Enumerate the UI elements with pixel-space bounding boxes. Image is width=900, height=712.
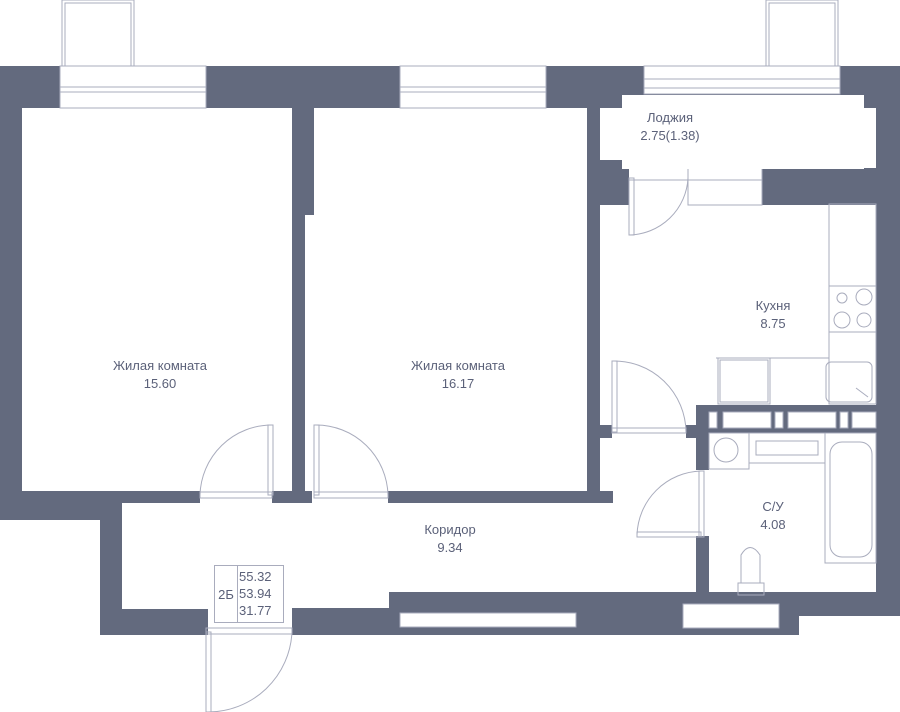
- room-area: 16.17: [441, 376, 475, 391]
- room-name: Коридор: [424, 522, 476, 537]
- room-loggia-label: Лоджия 2.75(1.38): [640, 109, 699, 145]
- bathroom-fixtures: [708, 411, 877, 596]
- room-name: Жилая комната: [113, 358, 207, 373]
- room-kitchen-label: Кухня 8.75: [756, 297, 791, 333]
- room-area: 15.60: [143, 376, 177, 391]
- living-area: 31.77: [239, 603, 272, 618]
- room-name: Лоджия: [646, 110, 694, 125]
- room-living-1-label: Жилая комната 15.60: [113, 357, 207, 393]
- room-area: 2.75(1.38): [640, 128, 700, 143]
- room-area: 8.75: [760, 316, 786, 331]
- room-living-2-label: Жилая комната 16.17: [411, 357, 505, 393]
- room-corridor-label: Коридор 9.34: [424, 521, 475, 557]
- room-name: С/У: [762, 499, 784, 514]
- room-area: 9.34: [437, 540, 463, 555]
- room-name: Кухня: [755, 298, 791, 313]
- area-without-loggia: 53.94: [239, 586, 272, 601]
- room-name: Жилая комната: [411, 358, 505, 373]
- apartment-type: 2Б: [215, 566, 238, 622]
- room-bathroom-label: С/У 4.08: [760, 498, 785, 534]
- windows: [59, 0, 841, 629]
- total-area: 55.32: [239, 569, 272, 584]
- loggia-area: [622, 95, 864, 169]
- kitchen-furniture: [716, 203, 877, 405]
- room-area: 4.08: [760, 517, 786, 532]
- apartment-summary: 2Б 55.32 53.94 31.77: [214, 565, 284, 623]
- doors: [199, 177, 705, 712]
